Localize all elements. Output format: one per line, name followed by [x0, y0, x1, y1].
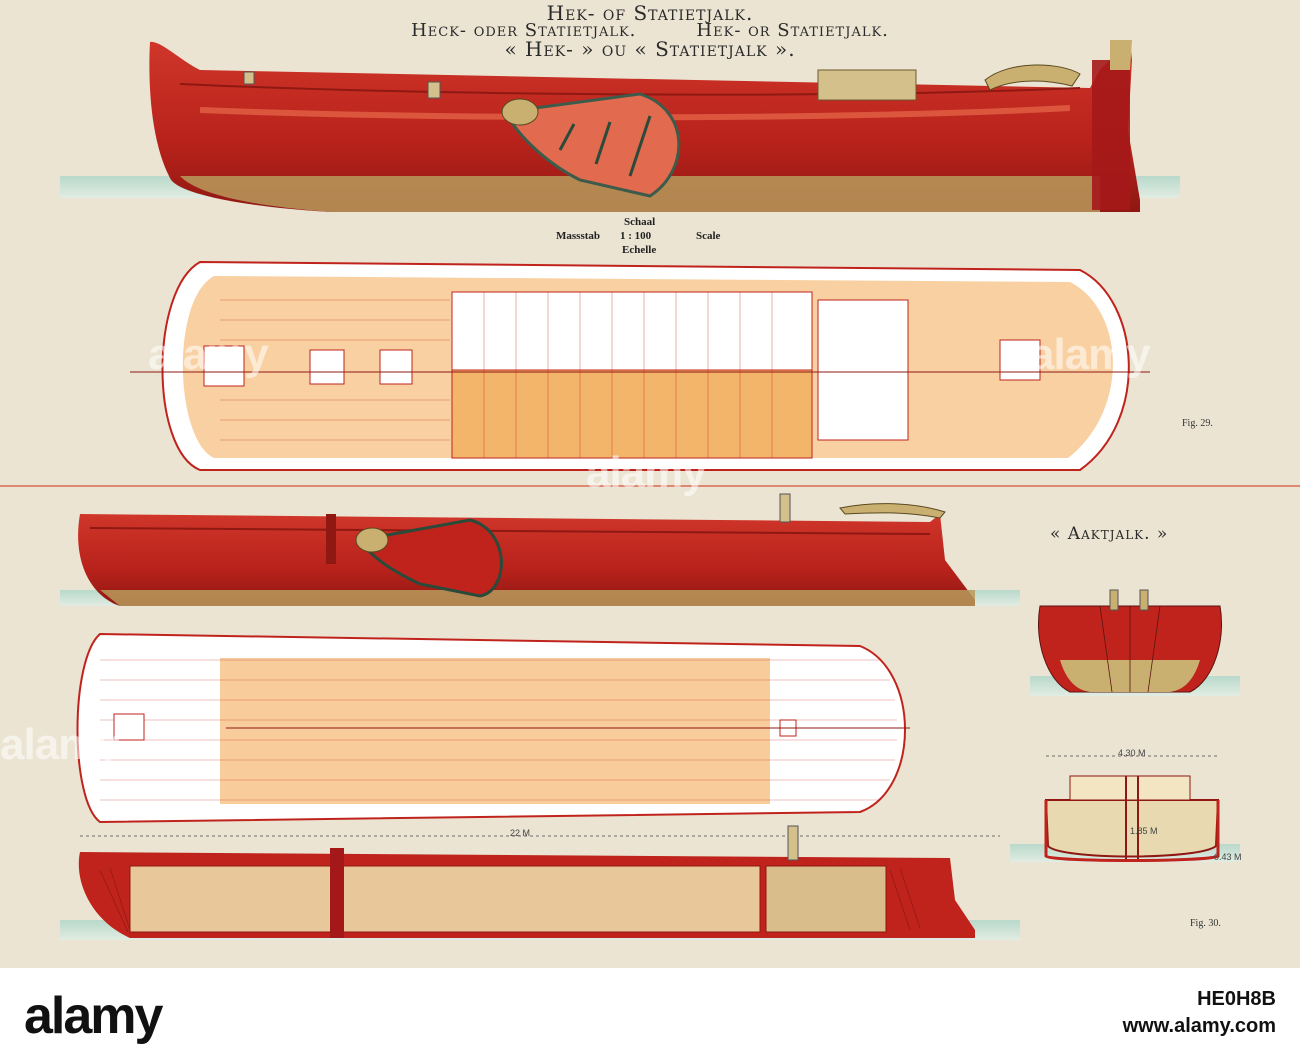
- watermark-left-top: alamy: [148, 330, 269, 379]
- footer-info: HE0H8B www.alamy.com: [1123, 988, 1276, 1038]
- illustration-plate: Hek- of Statietjalk. Heck- oder Statietj…: [0, 0, 1300, 968]
- leeboard-1: [501, 92, 681, 198]
- scale-scale: Scale: [696, 230, 721, 242]
- statietjalk-side-view: [60, 40, 1180, 212]
- figure-29-label: Fig. 29.: [1182, 418, 1213, 429]
- scale-ratio: 1 : 100: [620, 230, 652, 242]
- leeboard-2: [355, 518, 503, 598]
- footer-url[interactable]: www.alamy.com: [1122, 1015, 1276, 1037]
- aaktjalk-section: [60, 825, 1020, 940]
- watermark-left-bottom: alamy: [0, 720, 121, 769]
- figure-30-label: Fig. 30.: [1190, 918, 1221, 929]
- title-line-2-right: Hek- or Statietjalk.: [696, 20, 889, 41]
- footer-image-id: HE0H8B: [1197, 988, 1276, 1010]
- aaktjalk-side-view: [60, 493, 1020, 606]
- title-line-2: Heck- oder Statietjalk. Hek- or Statietja…: [300, 22, 1000, 40]
- title-line-1: Hek- of Statietjalk.: [546, 1, 754, 25]
- tiller: [984, 64, 1081, 91]
- aaktjalk-cross-section: [1010, 755, 1240, 862]
- plate-title: Hek- of Statietjalk. Heck- oder Statietj…: [300, 1, 1000, 61]
- ship-drawings: [0, 40, 1300, 940]
- dimension-beam: 4.30 M: [1118, 748, 1146, 758]
- scale-legend: Schaal Massstab 1 : 100 Scale Echelle: [556, 216, 746, 258]
- watermark-center: alamy: [586, 448, 707, 497]
- aaktjalk-deck-plan: [76, 632, 910, 824]
- scale-massstab: Massstab: [556, 230, 601, 242]
- scale-echelle: Echelle: [622, 244, 657, 256]
- rudder: [1092, 60, 1130, 210]
- footer-logo: alamy: [24, 987, 163, 1045]
- aaktjalk-stern-view: [1030, 589, 1240, 696]
- dimension-length: 22 M: [510, 828, 531, 838]
- dimension-depth: 1.85 M: [1130, 826, 1158, 836]
- scale-schaal: Schaal: [624, 216, 656, 228]
- cabin-roof: [817, 69, 917, 101]
- statietjalk-deck-plan: [130, 260, 1150, 471]
- aaktjalk-label: « Aaktjalk. »: [1050, 524, 1169, 544]
- title-line-3: « Hek- » ou « Statietjalk ».: [504, 37, 796, 61]
- hull-aaktjalk: [78, 514, 975, 606]
- dimension-draft: 0.43 M: [1214, 852, 1242, 862]
- watermark-right-top: alamy: [1030, 330, 1151, 379]
- footer-bar: alamy HE0H8B www.alamy.com: [0, 968, 1300, 1060]
- title-line-2-left: Heck- oder Statietjalk.: [411, 20, 637, 41]
